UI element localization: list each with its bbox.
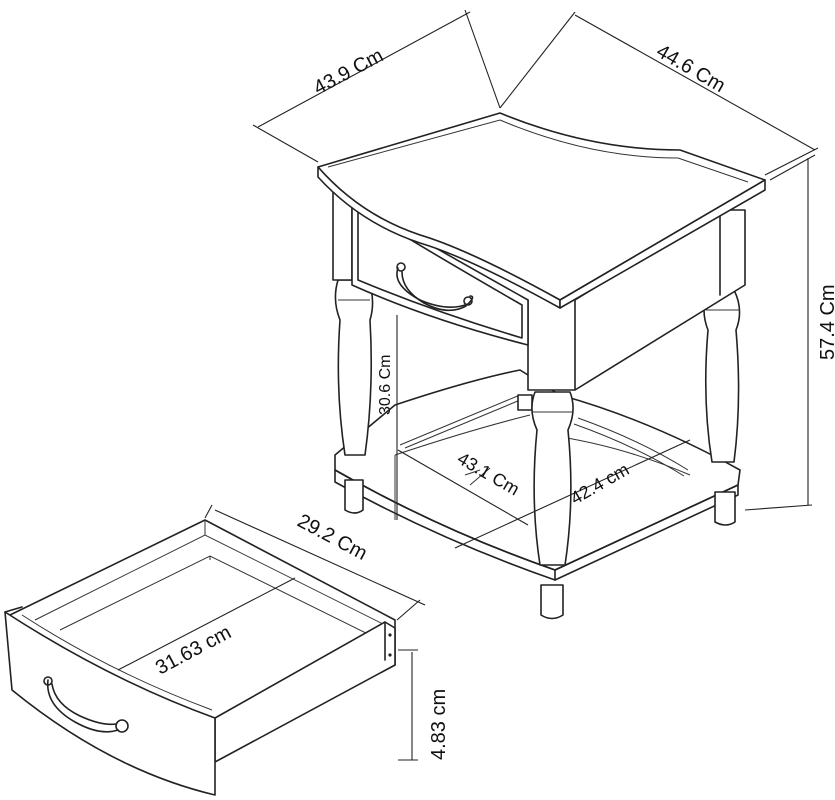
drawer-dimension-lines — [117, 504, 426, 761]
height-label: 57.4 Cm — [817, 284, 835, 360]
bedside-table — [317, 112, 766, 620]
drawer — [4, 519, 396, 796]
table-top — [317, 112, 766, 309]
drawer-front-panel — [4, 611, 216, 796]
top-width-label: 44.6 Cm — [653, 40, 729, 97]
table-dimension-lines — [252, 9, 819, 549]
drawer-height-label: 4.83 cm — [428, 689, 450, 760]
top-depth-label: 43.9 Cm — [310, 45, 387, 100]
back-centre-foot — [517, 394, 533, 411]
table-drawer-handle — [396, 267, 474, 308]
drawer-handle — [43, 676, 129, 733]
drawer-depth-label: 29.2 Cm — [294, 510, 371, 565]
shelf-clearance-label: 30.6 Cm — [377, 355, 394, 415]
back-right-leg — [703, 289, 741, 526]
front-apron — [351, 199, 529, 346]
back-left-leg — [334, 279, 374, 514]
front-leg — [531, 391, 574, 620]
